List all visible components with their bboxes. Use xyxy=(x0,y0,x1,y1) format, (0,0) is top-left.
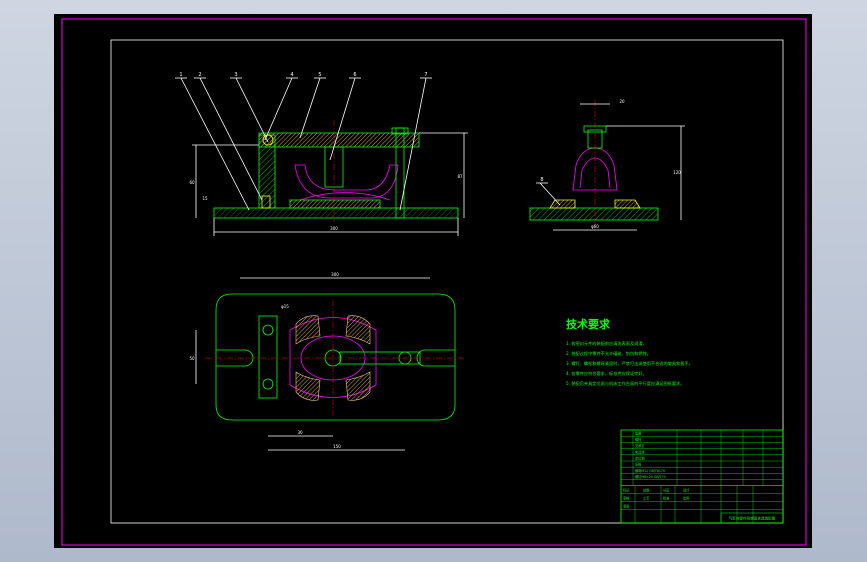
tech-req-item-1: 1. 各密封元件的装配前应清洗表面及润滑。 xyxy=(566,340,647,347)
title-block-label: 分区 xyxy=(663,488,670,493)
drawing-title-cell xyxy=(720,512,784,524)
top-view: 300 φ15 50 30 150 xyxy=(189,272,465,451)
balloon-6: 6 xyxy=(353,72,356,78)
tech-req-item-4: 4. 各零件应符合要求，标准件应保证完好。 xyxy=(566,370,647,377)
parts-list-name: 夹具体 xyxy=(635,449,645,454)
front-dim-left-text: 60 xyxy=(189,180,195,185)
top-dim-hole-text: φ15 xyxy=(281,304,289,309)
drawing-title: 气缸体零件铣端面夹具装配图 xyxy=(729,516,776,521)
side-dim-top-text: 20 xyxy=(619,99,625,104)
front-floor-block xyxy=(289,199,381,209)
parts-list-name: 压板 xyxy=(635,462,642,467)
balloon-3: 3 xyxy=(234,72,237,78)
parts-list-name: 螺钉M8×20 GB/T70 xyxy=(635,474,666,479)
balloon-1: 1 xyxy=(179,72,182,78)
parts-list-name: 支承钉 xyxy=(635,443,645,448)
leader-2 xyxy=(199,77,263,201)
leader-4 xyxy=(264,77,293,141)
inner-border xyxy=(110,39,784,524)
leader-5 xyxy=(299,77,321,139)
top-base-outline xyxy=(215,293,456,421)
top-pad-br xyxy=(345,371,371,401)
side-dim-width-text: φ60 xyxy=(591,224,599,229)
side-dim-height-text: 120 xyxy=(673,170,681,175)
title-block-label: 比例 xyxy=(683,496,689,501)
front-workpiece xyxy=(294,164,399,199)
title-block-label: 重量 xyxy=(623,504,630,509)
side-view: 20 120 φ60 8 xyxy=(529,99,685,231)
front-left-pin xyxy=(262,134,274,146)
title-block-label: 批准 xyxy=(663,496,670,501)
top-left-bracket xyxy=(258,315,278,399)
top-bracket-hole-1 xyxy=(262,324,274,336)
balloon-2: 2 xyxy=(198,72,201,78)
top-dim-bottom-1-text: 30 xyxy=(297,430,303,435)
side-support-left xyxy=(549,199,576,209)
tech-req-item-2: 2. 装配过程中零件不允许磕碰、划伤和锈蚀。 xyxy=(566,350,651,357)
technical-requirements: 技术要求 1. 各密封元件的装配前应清洗表面及润滑。 2. 装配过程中零件不允许… xyxy=(566,317,693,387)
front-workpiece-arc xyxy=(299,192,391,201)
sheet-background xyxy=(54,14,812,548)
parts-list-name: 定位销 xyxy=(635,456,645,461)
side-base-plate xyxy=(529,207,659,221)
title-block-label: 标记 xyxy=(623,488,630,493)
leader-7 xyxy=(399,77,427,211)
balloon-5: 5 xyxy=(318,72,321,78)
front-dim-right-text: 87 xyxy=(457,174,463,179)
front-dim-width-text: 300 xyxy=(330,226,338,231)
balloons: 1 2 3 4 5 6 7 xyxy=(175,72,432,211)
leader-1 xyxy=(180,77,250,211)
top-dim-top-text: 300 xyxy=(331,272,339,277)
top-bracket-hole-2 xyxy=(262,378,274,390)
leader-3 xyxy=(235,77,269,143)
parts-list-name: 螺栓 xyxy=(635,437,642,442)
title-block-label: 审核 xyxy=(623,496,630,501)
parts-list-name: 螺母M12 GB/T6170 xyxy=(635,468,665,473)
top-pad-tr xyxy=(345,315,371,345)
top-pad-bl xyxy=(295,371,321,401)
title-block-label: 处数 xyxy=(643,488,650,493)
parts-list-name: 垫圈 xyxy=(635,431,641,436)
front-dim-small-text: 15 xyxy=(202,196,208,201)
title-block-label: 设计 xyxy=(683,488,690,493)
balloon-4: 4 xyxy=(290,72,293,78)
side-support-right xyxy=(614,199,641,209)
outer-frame xyxy=(61,18,807,546)
tech-req-item-3: 3. 螺钉、螺栓和螺母紧固时，严禁打击或使用不合适的旋具和扳手。 xyxy=(566,360,693,367)
side-balloon-8: 8 xyxy=(540,177,543,183)
front-right-nut xyxy=(391,127,409,135)
top-dim-left-text: 50 xyxy=(189,356,195,361)
tech-req-item-5: 5. 装配后夹具定位面与机床工作台面的平行度应满足图纸要求。 xyxy=(566,380,684,387)
front-base-hatch xyxy=(214,208,458,218)
front-left-screw xyxy=(261,195,271,209)
top-pad-tl xyxy=(295,315,321,345)
tech-req-title: 技术要求 xyxy=(566,317,611,331)
title-block-frame xyxy=(620,429,784,524)
front-top-plate xyxy=(258,132,420,148)
balloon-7: 7 xyxy=(424,72,427,78)
side-leader-8 xyxy=(539,182,561,206)
front-view: 300 60 15 87 xyxy=(189,120,468,236)
top-dim-bottom-2-text: 150 xyxy=(333,444,341,449)
title-block-label: 工艺 xyxy=(643,496,649,501)
leader-6 xyxy=(329,77,356,161)
